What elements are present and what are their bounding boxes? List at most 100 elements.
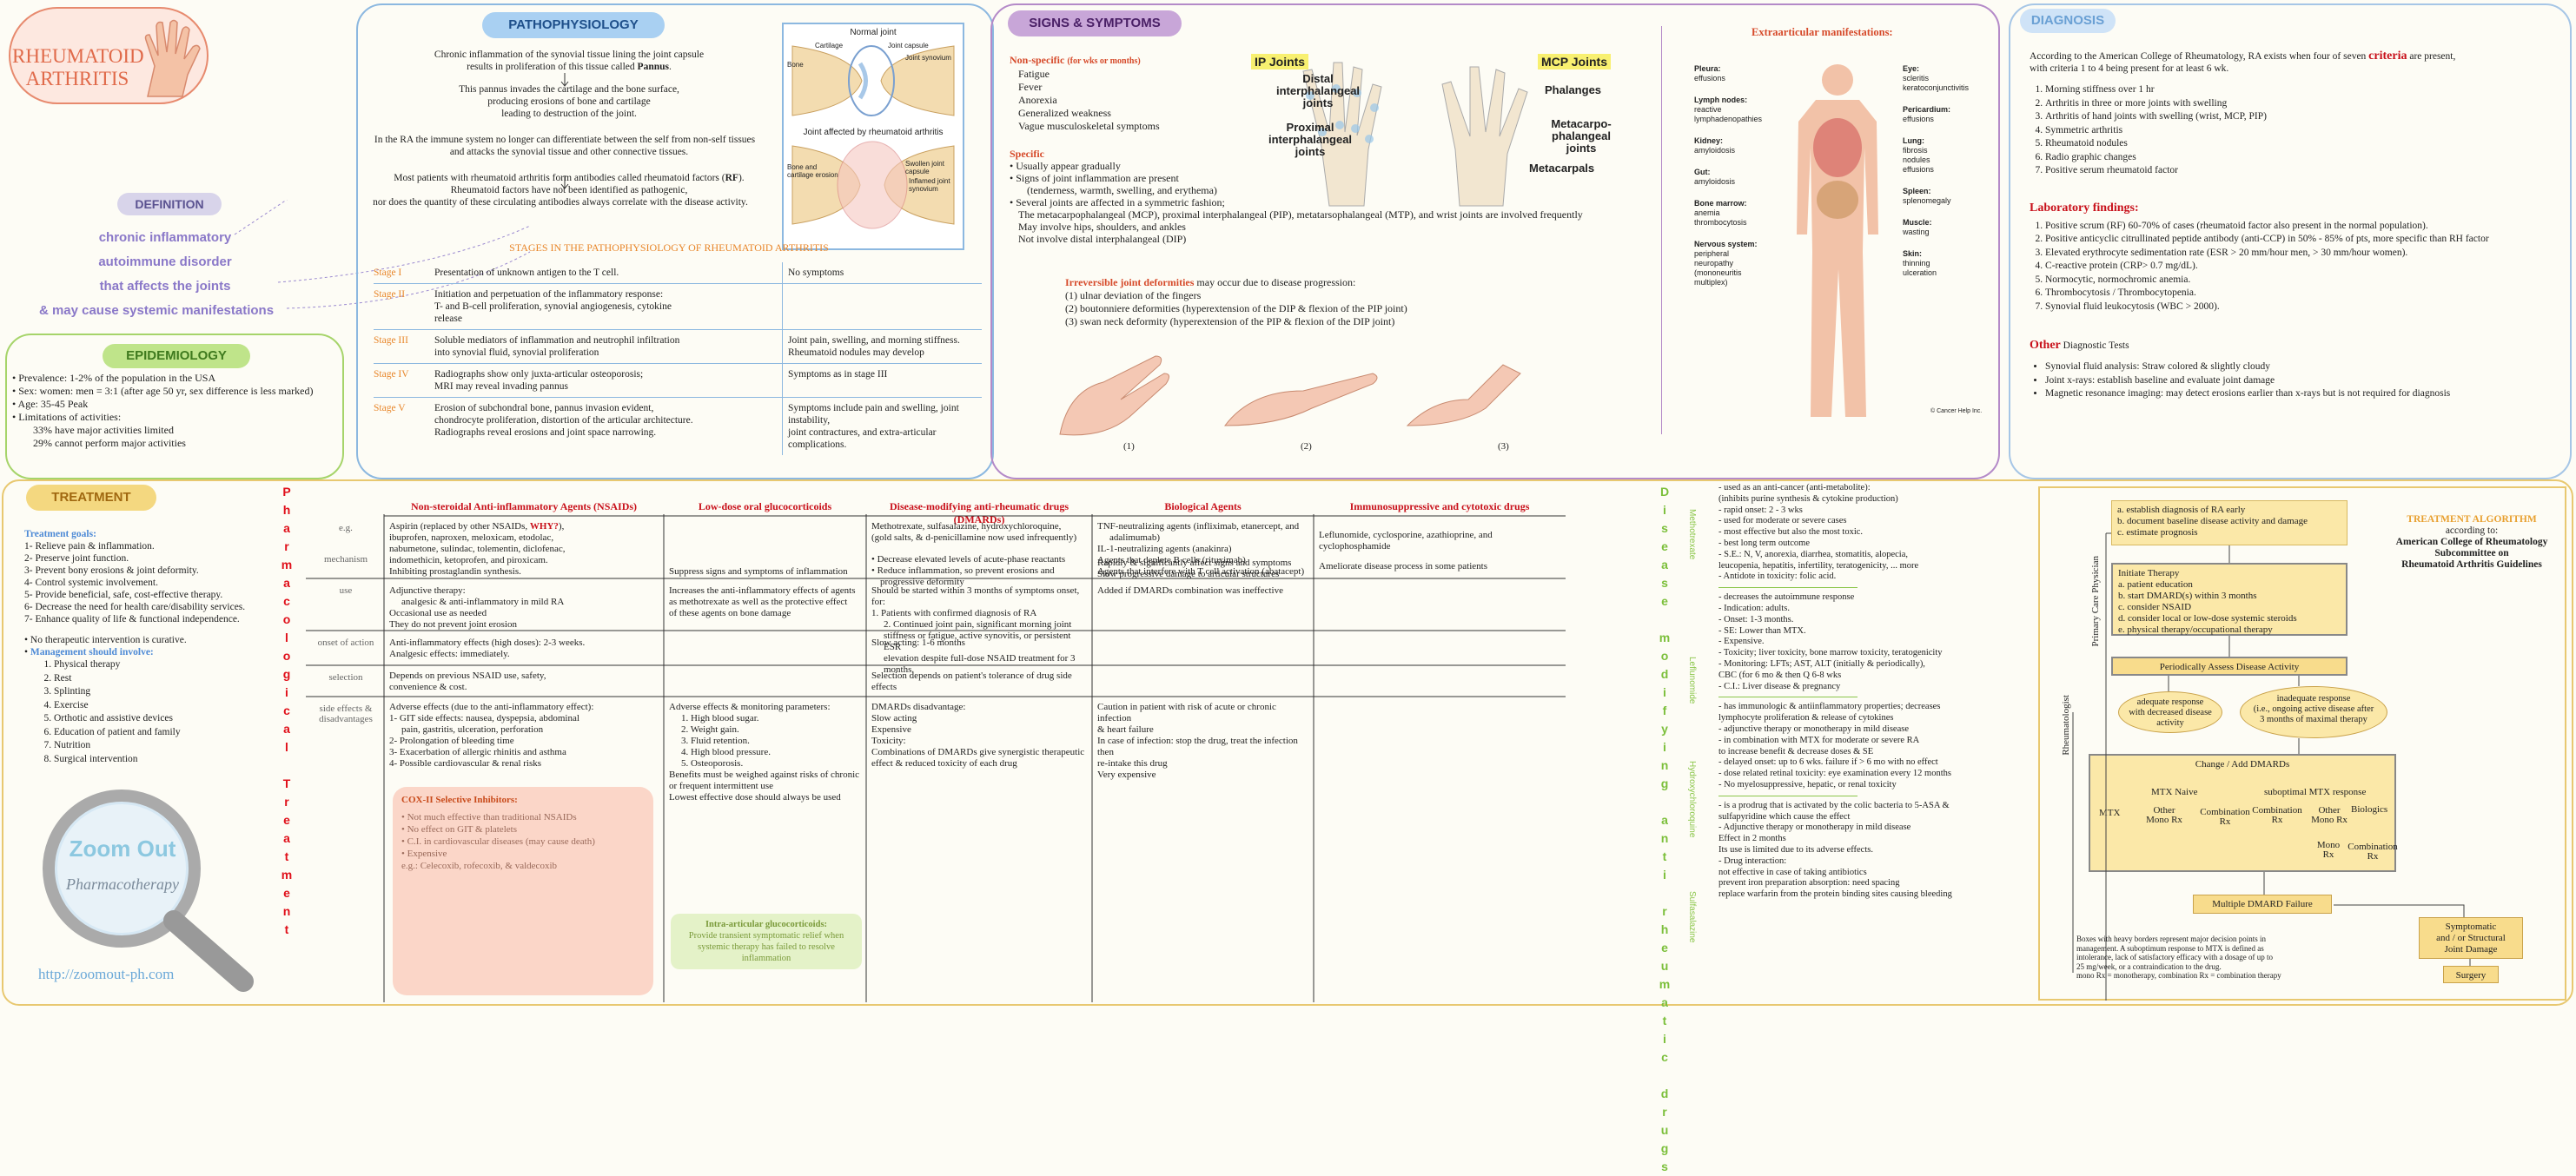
table-cell: Inhibiting prostaglandin synthesis. — [389, 566, 521, 577]
list-item: Thrombocytosis / Thrombocytopenia. — [2045, 287, 2568, 301]
vertical-letter: n — [1660, 831, 1669, 845]
vertical-letter: r — [1662, 1105, 1667, 1119]
table-cell: Aspirin (replaced by other NSAIDs, WHY?)… — [389, 521, 566, 565]
pip-label: Proximal interphalangeal joints — [1268, 121, 1353, 158]
table-header: Immunosuppressive and cytotoxic drugs — [1349, 500, 1530, 512]
list-item: Arthritis in three or more joints with s… — [2045, 97, 2568, 111]
definition-heading: DEFINITION — [117, 193, 222, 215]
list-item: lymphocyte proliferation & release of cy… — [1718, 713, 1894, 723]
metacarpals-label: Metacarpals — [1529, 162, 1595, 175]
affected-joint-icon — [791, 141, 955, 229]
treatment-heading: TREATMENT — [26, 485, 156, 511]
list-item: Splinting — [54, 685, 285, 699]
patho-arrows — [560, 73, 569, 189]
vertical-letter: i — [1663, 1032, 1666, 1046]
list-item: - adjunctive therapy or monotherapy in m… — [1718, 723, 1909, 734]
normal-joint-icon — [791, 45, 955, 116]
vertical-letter: h — [282, 503, 291, 517]
table-cell: • Decrease elevated levels of acute-phas… — [871, 554, 1066, 587]
epidemiology-heading: EPIDEMIOLOGY — [103, 344, 250, 368]
extraarticular-divider — [1661, 26, 1662, 434]
deformity-number-1: (1) — [1123, 441, 1135, 452]
algo-box-assess: Periodically Assess Disease Activity — [2111, 657, 2348, 676]
patho-text: Chronic inflammation of the synovial tis… — [373, 50, 756, 208]
vertical-letter: r — [1662, 904, 1667, 918]
row-label: e.g. — [339, 523, 353, 533]
table-cell: Adverse effects (due to the anti-inflamm… — [389, 702, 594, 769]
vertical-letter: m — [281, 868, 293, 882]
list-item: Orthotic and assistive devices — [54, 712, 285, 726]
page-title: RHEUMATOID ARTHRITIS — [12, 45, 144, 89]
treatment-panel — [2, 479, 2573, 1006]
list-item: - in combination with MTX for moderate o… — [1718, 735, 1920, 745]
vertical-letter: a — [283, 722, 290, 736]
row-label: use — [339, 585, 353, 596]
list-item: Physical therapy — [54, 658, 285, 672]
vertical-letter: n — [282, 904, 291, 918]
list-item: Rheumatoid nodules — [2045, 137, 2568, 151]
website-link[interactable]: http://zoomout-ph.com — [38, 966, 175, 982]
row-label: side effects & disadvantages — [319, 704, 373, 724]
deformity-number-2: (2) — [1301, 441, 1312, 452]
list-item: Education of patient and family — [54, 726, 285, 740]
vertical-letter: m — [1659, 631, 1671, 644]
vertical-letter: e — [283, 886, 290, 900]
table-cell: Ameliorate disease process in some patie… — [1319, 561, 1487, 571]
list-item: - Indication: adults. — [1718, 603, 1790, 613]
vertical-letter: d — [1660, 667, 1669, 681]
list-item: - Expensive. — [1718, 637, 1765, 647]
list-item: - Toxicity; liver toxicity, bone marrow … — [1718, 648, 1943, 658]
organ-label: Pericardium:effusions — [1903, 105, 1951, 123]
vertical-letter: i — [1663, 868, 1666, 882]
list-item: Normocytic, normochromic anemia. — [2045, 274, 2568, 287]
stages-title: STAGES IN THE PATHOPHYSIOLOGY OF RHEUMAT… — [509, 241, 829, 254]
list-item: 1- Relieve pain & inflammation. — [24, 541, 155, 552]
epidemiology-list: • Prevalence: 1-2% of the population in … — [12, 372, 314, 449]
logo-text-top: Zoom Out — [69, 836, 176, 862]
vertical-letter — [1663, 793, 1666, 811]
vertical-letter: e — [1661, 941, 1668, 955]
stage-description: Presentation of unknown antigen to the T… — [434, 268, 619, 278]
table-cell: Slow acting: 1-6 months — [871, 638, 965, 648]
organ-label: Pleura:effusions — [1694, 64, 1725, 83]
algo-inadequate: inadequate response(i.e., ongoing active… — [2240, 686, 2387, 738]
list-item: - decreases the autoimmune response — [1718, 592, 1855, 603]
vertical-letter: P — [282, 485, 291, 499]
row-label: mechanism — [323, 554, 368, 565]
table-header: Non-steroidal Anti-inflammatory Agents (… — [410, 500, 638, 512]
vertical-letter: a — [283, 831, 290, 845]
list-item: Morning stiffness over 1 hr — [2045, 83, 2568, 97]
algorithm-panel — [2038, 486, 2566, 1001]
vertical-letter: i — [1663, 503, 1666, 517]
vertical-letter: i — [285, 685, 288, 699]
diagnosis-content: According to the American College of Rhe… — [2030, 50, 2568, 401]
treatment-goals: Treatment goals: 1- Relieve pain & infla… — [24, 528, 285, 766]
table-cell: Depends on previous NSAID use, safety,co… — [389, 671, 546, 692]
list-item: 7- Enhance quality of life & functional … — [24, 614, 240, 624]
vertical-letter: r — [284, 539, 289, 553]
list-item: - SE: Lower than MTX. — [1718, 625, 1806, 636]
algo-change-box: Change / Add DMARDs MTX Naive suboptimal… — [2089, 754, 2398, 872]
list-item: Synovial fluid analysis: Straw colored &… — [2045, 360, 2568, 374]
deformities-section: Irreversible joint deformities may occur… — [1065, 276, 1407, 327]
vertical-letter: a — [1661, 995, 1668, 1009]
deformity-illustrations — [1059, 355, 1521, 436]
list-item: replace warfarin from the protein bindin… — [1718, 889, 1952, 900]
nonspecific-section: Non-specific (for wks or months) Fatigue… — [1010, 54, 1201, 133]
stage-label: Stage III — [374, 335, 408, 346]
vertical-letter — [1663, 884, 1666, 902]
list-item: sulfapyridine which cause the effect — [1718, 811, 1851, 822]
list-item: to increase benefit & decrease doses & S… — [1718, 746, 1874, 756]
mcp-joints-label: MCP Joints — [1538, 54, 1611, 69]
list-item: - used as an anti-cancer (anti-metabolit… — [1718, 483, 1871, 492]
